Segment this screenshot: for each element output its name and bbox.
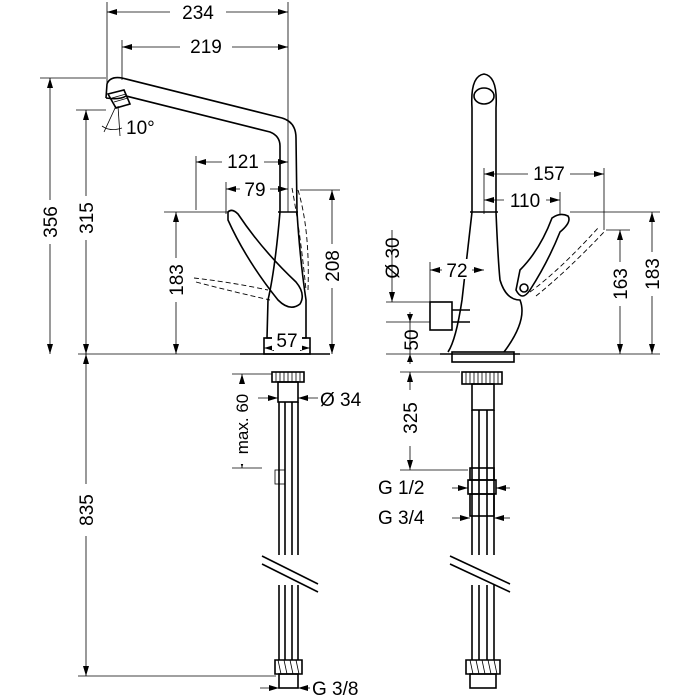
right-dimensions: 157 110 Ø 30 72 50 163 (378, 162, 664, 529)
left-faucet-outline (105, 76, 330, 689)
dim-234-label: 234 (182, 3, 214, 24)
dim-72-label: 72 (446, 261, 467, 282)
dim-110-label: 110 (510, 191, 540, 212)
dim-79-label: 79 (244, 180, 265, 201)
dim-dia30-label: Ø 30 (383, 237, 404, 278)
dim-157-label: 157 (533, 164, 565, 185)
right-faucet-outline (429, 73, 605, 689)
dim-dia34-label: Ø 34 (320, 390, 362, 411)
dim-183-right-label: 183 (643, 258, 664, 290)
left-dimensions: 234 219 10° 121 79 356 (40, 1, 362, 700)
dim-208-label: 208 (323, 250, 344, 282)
dim-g34-label: G 3/4 (378, 508, 425, 529)
dim-163-label: 163 (611, 268, 632, 300)
dim-50-label: 50 (402, 329, 423, 350)
dim-max60-label: max. 60 (233, 394, 252, 454)
dim-835-label: 835 (77, 494, 98, 526)
dim-219-label: 219 (190, 37, 222, 58)
dim-315-label: 315 (77, 202, 98, 234)
dim-121-label: 121 (227, 152, 259, 173)
dim-57-label: 57 (276, 331, 297, 352)
dim-g38-label: G 3/8 (312, 679, 358, 700)
dim-183-left-label: 183 (167, 264, 188, 296)
dim-10deg-label: 10° (126, 118, 155, 139)
dim-325-label: 325 (401, 402, 422, 434)
dim-g12-label: G 1/2 (378, 478, 424, 499)
dim-356-label: 356 (41, 206, 62, 238)
